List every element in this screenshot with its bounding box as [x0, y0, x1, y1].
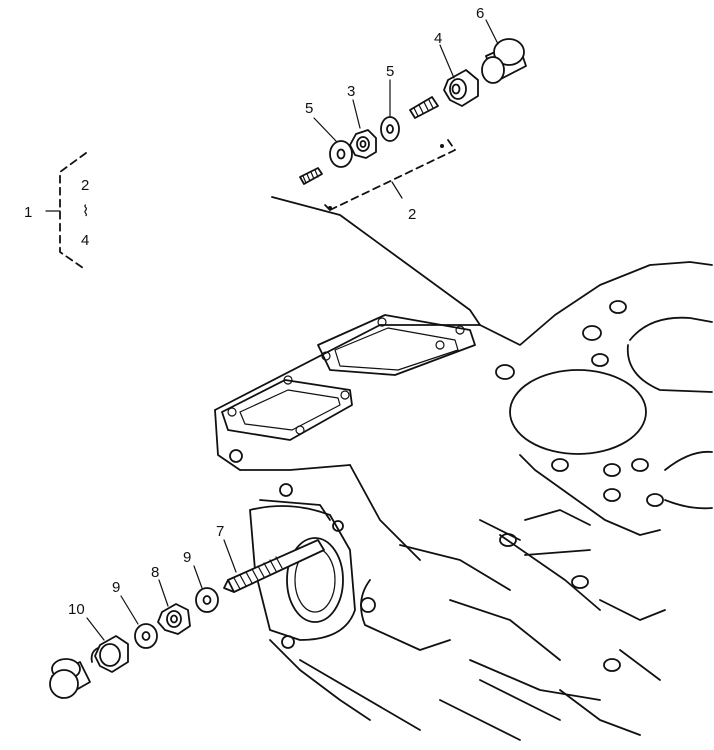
callout-5-upper-left: 5 [305, 100, 313, 117]
stud-7 [223, 539, 325, 593]
cap-nut-4-upper [443, 69, 479, 107]
callout-9-right: 9 [183, 549, 191, 566]
washer-5-upper-right [380, 116, 400, 142]
callout-2-bracket: 2 [81, 177, 89, 194]
stud-upper-left [299, 167, 332, 210]
nut-3-upper [349, 129, 377, 159]
callout-2-lower: 2 [408, 206, 416, 223]
callout-4-bracket: 4 [81, 232, 89, 249]
callout-7: 7 [216, 523, 224, 540]
cap-6-upper [481, 38, 527, 84]
callout-4-upper: 4 [434, 30, 442, 47]
cap-nut-10 [90, 635, 129, 673]
washer-9-right [195, 587, 219, 613]
washer-5-upper [329, 140, 353, 168]
nut-8 [157, 603, 191, 635]
upper-stud-assembly: 2 [271, 5, 527, 326]
lower-stud-assembly: 7 9 8 9 10 [49, 523, 325, 699]
callout-3: 3 [347, 83, 355, 100]
cap-lower [49, 658, 91, 699]
callout-squiggle: ⌇ [82, 203, 89, 220]
callout-9-left: 9 [112, 579, 120, 596]
callout-6: 6 [476, 5, 484, 22]
callout-1: 1 [24, 204, 32, 221]
kit-bracket-legend: 1 2 ⌇ 4 [24, 152, 89, 271]
callout-8: 8 [151, 564, 159, 581]
callout-5-upper-right: 5 [386, 63, 394, 80]
callout-10: 10 [68, 601, 85, 618]
washer-9-left [134, 623, 158, 649]
stud-upper-right [409, 96, 444, 148]
engine-block [214, 261, 713, 741]
